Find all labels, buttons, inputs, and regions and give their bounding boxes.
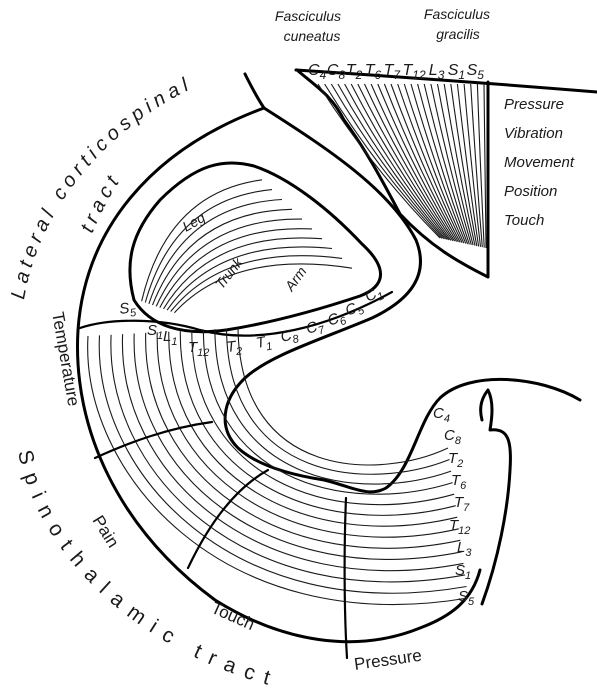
spinothalamic-segment-label: T6 xyxy=(451,472,467,492)
spinothalamic-lamina xyxy=(146,333,461,548)
dorsal-column-labels: Fasciculus cuneatus Fasciculus gracilis … xyxy=(275,6,575,229)
spinothalamic-segment-label: L3 xyxy=(457,539,472,559)
dorsal-column-segment-label: T6 xyxy=(365,62,382,82)
dorsal-column-modality-label: Position xyxy=(504,183,557,200)
spinothalamic-lamina xyxy=(169,332,457,526)
corticospinal-lamina xyxy=(149,200,282,304)
corticospinal-segment-label: T2 xyxy=(226,337,243,358)
dorsal-column-segment-label: S1 xyxy=(448,62,465,82)
dorsal-column-segment-label: C4 xyxy=(308,62,327,82)
dorsal-column-segment-label: C8 xyxy=(327,62,346,82)
touch-pressure-divider xyxy=(345,498,347,658)
dorsal-column-fiber xyxy=(484,84,486,248)
dorsal-column-segment-label: S5 xyxy=(467,62,485,82)
spinothalamic-lamina xyxy=(111,335,465,582)
fasciculus-gracilis-label-line2: gracilis xyxy=(436,26,480,42)
trunk-region-label: Trunk xyxy=(212,254,247,292)
dorsal-column-fiber xyxy=(438,84,474,245)
fasciculus-cuneatus-label-line1: Fasciculus xyxy=(275,8,341,24)
dorsal-column-segment-label: T12 xyxy=(403,62,426,82)
touch-label: Touch xyxy=(208,598,257,634)
dorsal-column-segment-label: T2 xyxy=(346,62,363,82)
spinothalamic-segment-label: S1 xyxy=(455,562,471,582)
dorsal-column-modality-label: Pressure xyxy=(504,96,564,113)
corticospinal-segment-label: T1 xyxy=(255,333,274,355)
fasciculus-gracilis-label-line1: Fasciculus xyxy=(424,6,490,22)
corticospinal-segment-label: L1 xyxy=(163,328,177,348)
dorsal-column-segment-label: T7 xyxy=(384,62,402,82)
arm-region-label: Arm xyxy=(281,263,310,294)
fasciculus-cuneatus-label-line2: cuneatus xyxy=(284,28,341,44)
corticospinal-fibers xyxy=(142,180,352,313)
spinothalamic-lamina xyxy=(99,335,466,593)
pain-label: Pain xyxy=(89,512,123,551)
dorsal-column-modality-label: Vibration xyxy=(504,125,563,142)
spinothalamic-segment-label: T7 xyxy=(454,494,470,514)
spinothalamic-segment-label: C8 xyxy=(444,427,462,447)
pressure-label: Pressure xyxy=(353,646,423,674)
spinothalamic-segment-label: C4 xyxy=(433,405,450,425)
spinothalamic-segment-label: T12 xyxy=(449,517,470,537)
spinothalamic-segment-label: T2 xyxy=(448,450,463,470)
dorsal-column-fiber xyxy=(457,84,478,246)
spinothalamic-lamina xyxy=(180,331,455,515)
dorsal-column-modality-label: Movement xyxy=(504,154,575,171)
corticospinal-segment-label: T12 xyxy=(188,339,209,359)
dorsal-column-modality-label: Touch xyxy=(504,212,544,229)
ventral-horn-outline xyxy=(481,390,511,604)
spinothalamic-fibers xyxy=(88,328,468,605)
